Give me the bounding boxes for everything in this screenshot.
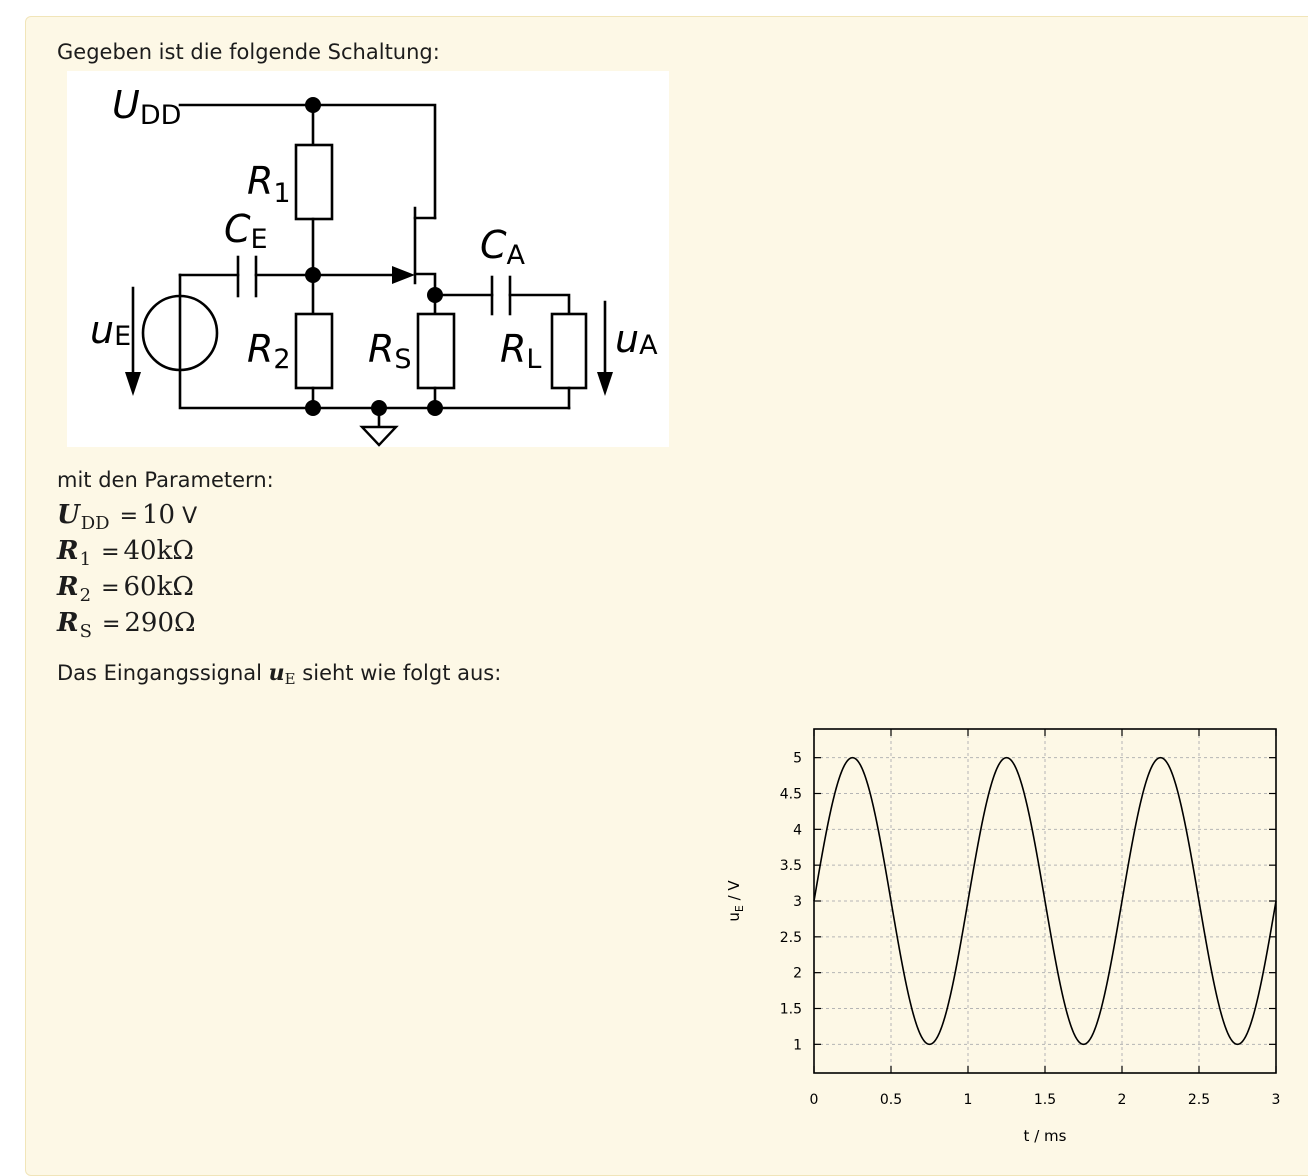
intro-text: Gegeben ist die folgende Schaltung: <box>57 40 440 64</box>
x-tick-label: 0 <box>810 1092 819 1108</box>
params-heading: mit den Parametern: <box>57 468 274 492</box>
x-tick-label: 3 <box>1272 1092 1281 1108</box>
x-tick-label: 1 <box>964 1092 973 1108</box>
series-line <box>813 756 1277 1046</box>
svg-text:RL: RL <box>500 327 541 375</box>
ground-symbol <box>359 425 399 447</box>
ua-arrow <box>597 372 613 396</box>
x-tick-label: 2.5 <box>1188 1092 1210 1108</box>
svg-text:uE: uE <box>90 308 131 352</box>
gate-arrow <box>392 266 415 284</box>
y-tick-label: 2.5 <box>780 930 802 946</box>
y-tick-label: 1.5 <box>780 1002 802 1018</box>
y-axis-label: uE / V <box>725 880 746 922</box>
resistor-r2 <box>294 312 334 390</box>
svg-text:RS: RS <box>368 327 412 375</box>
y-tick-label: 3.5 <box>780 858 802 874</box>
param-row: UDD=10 V <box>57 500 198 534</box>
y-tick-label: 2 <box>793 966 802 982</box>
param-row: R1=40kΩ <box>57 536 194 570</box>
y-tick-label: 4 <box>793 822 802 838</box>
svg-text:uA: uA <box>615 317 658 361</box>
input-signal-chart: 0 0.5 1 1.5 2 2.5 3 1 1.5 2 2.5 3 3.5 4 4.5 5 t / ms uE /… <box>710 715 1300 1155</box>
y-tick-label: 5 <box>793 751 802 767</box>
svg-text:R2: R2 <box>247 327 291 375</box>
wire-top <box>178 103 437 220</box>
label-udd: U <box>112 83 140 127</box>
param-row: RS=290Ω <box>57 608 196 642</box>
resistor-r1 <box>294 143 334 221</box>
svg-text:CA: CA <box>480 223 526 271</box>
signal-text: Das Eingangssignal uE sieht wie folgt au… <box>57 660 502 688</box>
resistor-rs <box>416 312 456 390</box>
ue-arrow <box>125 372 141 396</box>
signal-symbol: uE <box>268 660 296 688</box>
svg-text:R1: R1 <box>247 159 291 209</box>
y-tick-label: 3 <box>793 894 802 910</box>
x-tick-label: 0.5 <box>880 1092 902 1108</box>
y-tick-label: 1 <box>793 1037 802 1053</box>
x-axis-label: t / ms <box>1024 1127 1067 1145</box>
circuit-diagram: UDD R1 CE CA uE R2 RS RL uA <box>67 71 669 447</box>
resistor-rl <box>550 312 588 390</box>
x-tick-label: 2 <box>1118 1092 1127 1108</box>
svg-text:UDD: UDD <box>112 83 181 131</box>
svg-text:CE: CE <box>224 207 268 255</box>
y-tick-label: 4.5 <box>780 787 802 803</box>
x-tick-label: 1.5 <box>1034 1092 1056 1108</box>
param-row: R2=60kΩ <box>57 572 194 606</box>
